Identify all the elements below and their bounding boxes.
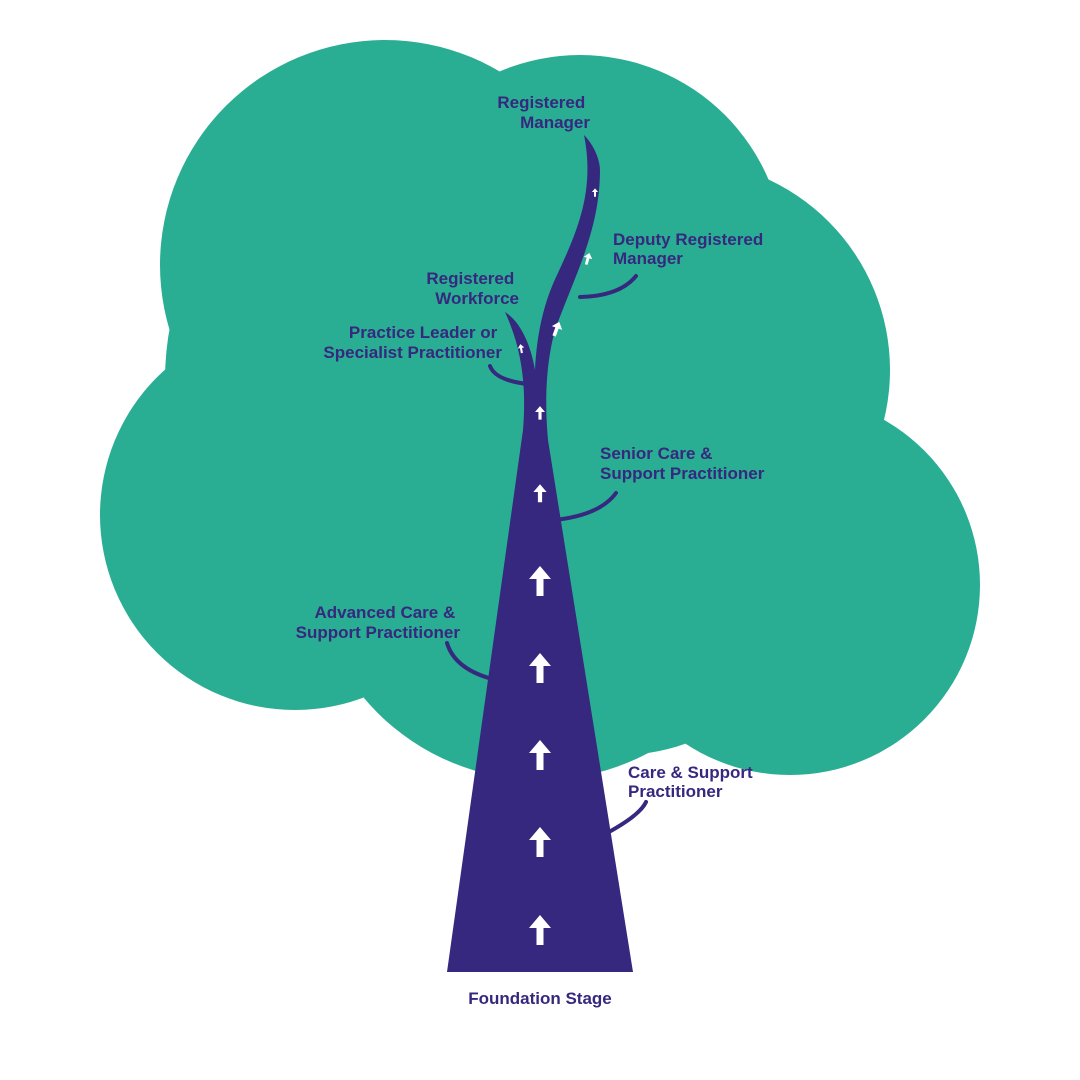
branch-senior-care [553, 491, 618, 522]
branch-practice-leader [488, 364, 529, 386]
label-registered-workforce: Registered Workforce [426, 269, 519, 308]
stage-labels: Care & Support Practitioner Advanced Car… [296, 93, 768, 1008]
label-registered-manager: Registered Manager [497, 93, 590, 132]
up-arrow-icon [529, 566, 551, 596]
up-arrow-icon [583, 252, 593, 265]
label-practice-leader-specialist: Practice Leader or Specialist Practition… [323, 323, 502, 362]
up-arrow-icon [529, 740, 551, 770]
up-arrow-icon [529, 827, 551, 857]
up-arrow-icon [517, 344, 525, 354]
up-arrow-icon [529, 653, 551, 683]
up-arrow-icon [529, 915, 551, 945]
label-care-support-practitioner: Care & Support Practitioner [628, 763, 757, 801]
label-foundation-stage: Foundation Stage [468, 989, 612, 1008]
up-arrow-icon [551, 321, 563, 337]
label-senior-care-support-practitioner: Senior Care & Support Practitioner [600, 444, 765, 483]
up-arrow-icon [535, 406, 545, 420]
branch-care-support [605, 800, 648, 835]
label-advanced-care-support-practitioner: Advanced Care & Support Practitioner [296, 603, 461, 642]
progression-arrows [517, 188, 599, 945]
up-arrow-icon [591, 188, 599, 197]
tree-trunk [447, 135, 633, 972]
branch-deputy-manager [578, 274, 638, 299]
up-arrow-icon [533, 484, 547, 503]
label-deputy-registered-manager: Deputy Registered Manager [613, 230, 768, 268]
